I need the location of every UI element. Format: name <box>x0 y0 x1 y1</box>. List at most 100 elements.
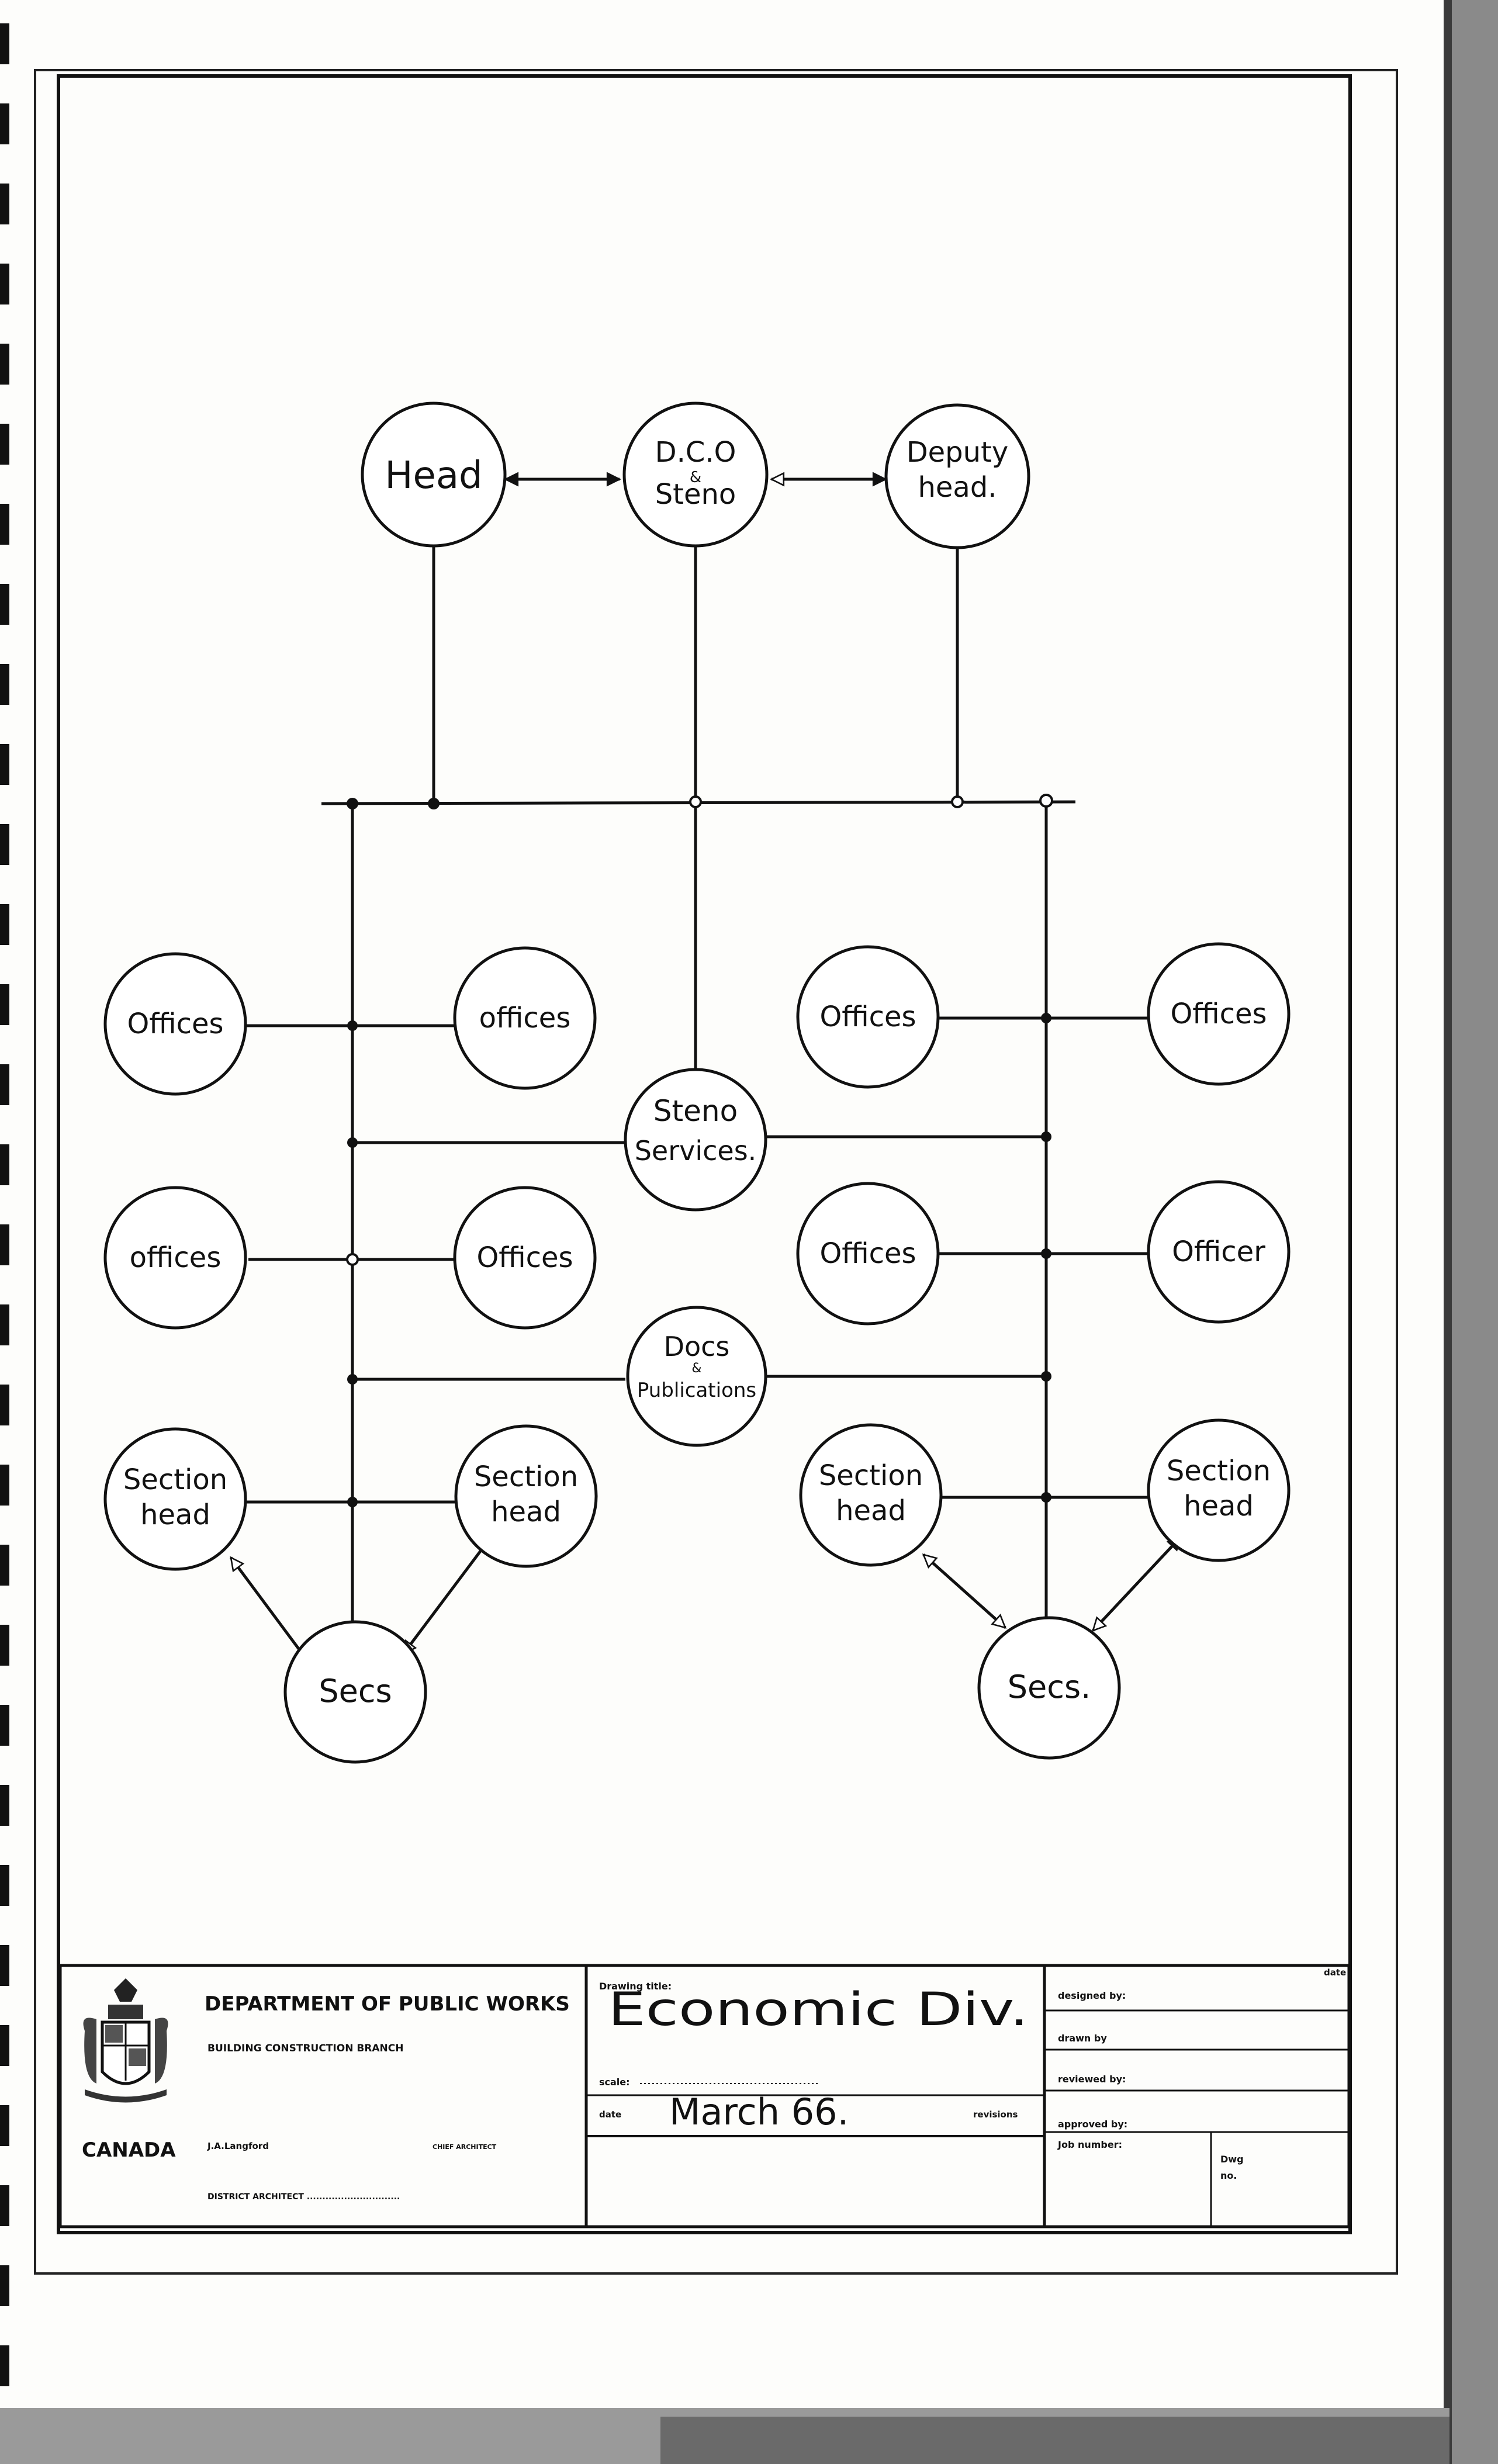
title-block: CANADA DEPARTMENT OF PUBLIC WORKS BUILDI… <box>58 1964 1351 2228</box>
outer-border <box>34 69 1398 2275</box>
binding-mark <box>0 1785 9 1826</box>
node-label: head. <box>918 471 997 504</box>
binding-mark <box>0 1224 9 1265</box>
node-label: Steno <box>655 478 736 511</box>
node-label: Section <box>474 1461 578 1493</box>
binding-marks <box>0 23 9 2386</box>
page-edge-shadow <box>1449 0 1498 2464</box>
node-label: Deputy <box>907 436 1009 469</box>
date-label: date <box>599 2109 621 2120</box>
node-label: Offices <box>127 1008 223 1040</box>
node-label: offices <box>479 1002 571 1034</box>
node-head: Head <box>361 402 507 548</box>
node-label: Section <box>123 1463 227 1496</box>
binding-mark <box>0 1465 9 1506</box>
title-block-frame <box>58 1964 1351 2228</box>
node-section-head-l2: Section head <box>454 1424 598 1568</box>
date-value: March 66. <box>669 2091 849 2133</box>
inner-border <box>57 74 1352 2234</box>
junction-dot <box>347 1497 358 1507</box>
junction-dot <box>347 798 358 809</box>
node-label: Head <box>385 454 482 497</box>
drawn-by-label: drawn by <box>1058 2033 1107 2044</box>
junction-dot <box>346 1253 359 1266</box>
node-label: head <box>1184 1490 1254 1522</box>
node-label: Section <box>819 1459 923 1492</box>
binding-mark <box>0 344 9 385</box>
binding-mark <box>0 744 9 785</box>
binding-mark <box>0 1144 9 1185</box>
junction-dot <box>689 795 702 808</box>
junction-dot <box>1041 1492 1051 1503</box>
architect-name: J.A.Langford <box>207 2141 269 2151</box>
binding-mark <box>0 824 9 865</box>
binding-mark <box>0 584 9 625</box>
node-label: & <box>691 1361 701 1376</box>
binding-mark <box>0 664 9 705</box>
node-label: Docs <box>664 1331 730 1362</box>
node-label: Secs <box>319 1673 392 1709</box>
junction-dot <box>1041 1248 1051 1259</box>
node-secs-right: Secs. <box>977 1616 1121 1760</box>
junction-dot <box>347 1020 358 1031</box>
junction-dot <box>347 1137 358 1148</box>
node-offices-r2: Offices <box>1147 942 1291 1086</box>
junction-dot <box>1041 1131 1051 1142</box>
junction-dots <box>346 794 1053 1507</box>
node-label: head <box>140 1499 210 1531</box>
node-label: & <box>690 469 701 486</box>
node-label: Publications <box>637 1379 756 1402</box>
district-architect-label: DISTRICT ARCHITECT .....................… <box>207 2192 400 2202</box>
approved-by-label: approved by: <box>1058 2119 1127 2130</box>
scale-label: scale: <box>599 2077 630 2088</box>
node-offices-l4: Offices <box>453 1186 597 1330</box>
binding-mark <box>0 23 9 64</box>
binding-mark <box>0 2345 9 2386</box>
binding-mark <box>0 1385 9 1425</box>
binding-mark <box>0 184 9 224</box>
node-label: head <box>836 1494 906 1527</box>
binding-mark <box>0 984 9 1025</box>
binding-mark <box>0 2265 9 2306</box>
binding-mark <box>0 103 9 144</box>
chief-architect-label: CHIEF ARCHITECT <box>433 2143 497 2151</box>
branch-name: BUILDING CONSTRUCTION BRANCH <box>207 2043 403 2054</box>
node-section-head-r2: Section head <box>1147 1418 1291 1562</box>
binding-mark <box>0 264 9 304</box>
department-name: DEPARTMENT OF PUBLIC WORKS <box>205 1992 570 2016</box>
junction-dot <box>428 798 440 809</box>
country-label: CANADA <box>82 2138 176 2162</box>
page-bottom-dark <box>660 2417 1449 2464</box>
node-steno-services: Steno Services. <box>624 1068 767 1212</box>
node-label: Secs. <box>1008 1669 1091 1705</box>
secs-to-section-r1 <box>923 1555 1005 1628</box>
node-label: Section <box>1167 1455 1271 1487</box>
job-number-label: Job number: <box>1057 2139 1122 2150</box>
junction-dot <box>951 795 964 808</box>
binding-mark <box>0 1545 9 1586</box>
diagram-nodes: Head D.C.O & Steno Deputy head. Offices … <box>103 402 1291 1764</box>
node-label: Offices <box>819 1001 916 1033</box>
junction-dot <box>1041 1013 1051 1023</box>
node-dco-steno: D.C.O & Steno <box>622 402 769 548</box>
reviewed-by-label: reviewed by: <box>1058 2074 1126 2085</box>
node-label: head <box>491 1496 561 1528</box>
secs-to-section-r2 <box>1093 1537 1181 1631</box>
binding-mark <box>0 1625 9 1666</box>
node-label: Offices <box>819 1237 916 1270</box>
binding-mark <box>0 1705 9 1746</box>
date-column-label: date <box>1324 1967 1346 1978</box>
binding-mark <box>0 1945 9 1986</box>
node-label: Offices <box>1170 998 1267 1030</box>
node-offices-l1: Offices <box>103 952 247 1096</box>
binding-mark <box>0 1064 9 1105</box>
node-secs-left: Secs <box>283 1620 427 1764</box>
node-offices-r1: Offices <box>796 945 940 1089</box>
junction-dot <box>1039 794 1053 808</box>
node-label: Services. <box>635 1135 757 1167</box>
canada-coat-of-arms <box>83 1978 168 2103</box>
revisions-label: revisions <box>973 2109 1018 2120</box>
binding-mark <box>0 2185 9 2226</box>
node-section-head-r1: Section head <box>799 1423 943 1567</box>
